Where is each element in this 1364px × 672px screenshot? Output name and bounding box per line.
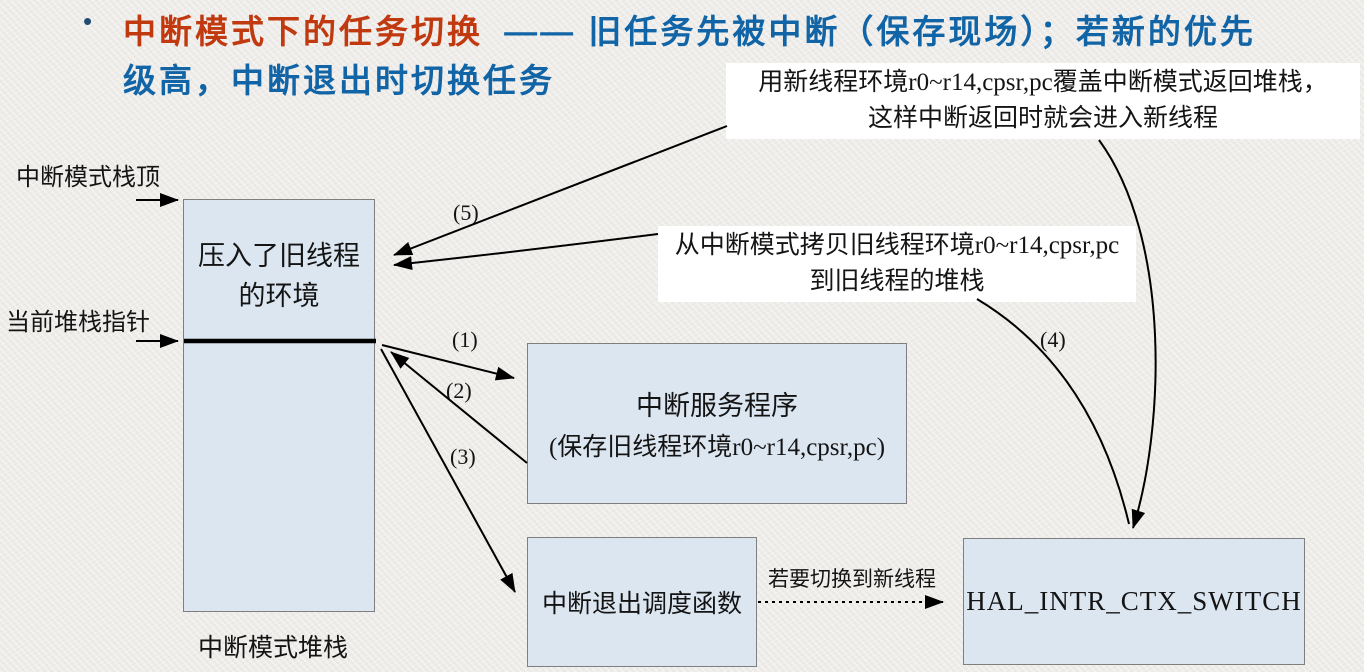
title-line-2: 级高，中断退出时切换任务 [123, 62, 555, 99]
note-copy: 从中断模式拷贝旧线程环境r0~r14,cpsr,pc 到旧线程的堆栈 [658, 226, 1136, 302]
step-1-label: (1) [452, 327, 478, 352]
note-overwrite-line2: 这样中断返回时就会进入新线程 [867, 105, 1218, 132]
note-copy-line1: 从中断模式拷贝旧线程环境r0~r14,cpsr,pc [674, 232, 1120, 259]
stack-pointer-label: 当前堆栈指针 [6, 310, 150, 336]
isr-box-line2: (保存旧线程环境r0~r14,cpsr,pc) [548, 434, 886, 461]
title-bullet: • [83, 6, 93, 36]
switch-condition-label: 若要切换到新线程 [768, 567, 936, 591]
hal-ctx-switch-box: HAL_INTR_CTX_SWITCH [963, 538, 1305, 665]
curve-overwrite-note-to-hal [1098, 139, 1157, 529]
stack-content-line1: 压入了旧线程 [198, 241, 360, 271]
stack-caption: 中断模式堆栈 [198, 635, 349, 662]
interrupt-stack-box: 压入了旧线程 的环境 [183, 199, 375, 612]
isr-box: 中断服务程序 (保存旧线程环境r0~r14,cpsr,pc) [527, 343, 907, 504]
hal-ctx-switch-label: HAL_INTR_CTX_SWITCH [966, 586, 1302, 616]
stack-content: 压入了旧线程 的环境 [198, 236, 360, 316]
stack-top-label: 中断模式栈顶 [16, 165, 160, 191]
exit-scheduler-label: 中断退出调度函数 [541, 591, 742, 618]
note-overwrite-line1: 用新线程环境r0~r14,cpsr,pc覆盖中断模式返回堆栈， [758, 69, 1328, 96]
note-copy-line2: 到旧线程的堆栈 [809, 268, 985, 295]
stack-content-line2: 的环境 [238, 281, 320, 311]
note-overwrite: 用新线程环境r0~r14,cpsr,pc覆盖中断模式返回堆栈， 这样中断返回时就… [726, 63, 1360, 139]
title-blue-text-1: —— 旧任务先被中断（保存现场）；若新的优先 [504, 13, 1256, 50]
step-4-label: (4) [1040, 327, 1066, 352]
arrow-1-stack-to-isr [381, 344, 515, 381]
step-3-label: (3) [450, 444, 476, 469]
arrow-copy-note-to-stack [393, 233, 659, 271]
isr-box-line1: 中断服务程序 [636, 391, 798, 421]
title-red-text: 中断模式下的任务切换 [123, 13, 483, 50]
exit-scheduler-box: 中断退出调度函数 [527, 537, 757, 667]
title-line-1: 中断模式下的任务切换 —— 旧任务先被中断（保存现场）；若新的优先 [123, 5, 1256, 53]
step-5-label: (5) [453, 200, 479, 225]
step-2-label: (2) [446, 378, 472, 403]
